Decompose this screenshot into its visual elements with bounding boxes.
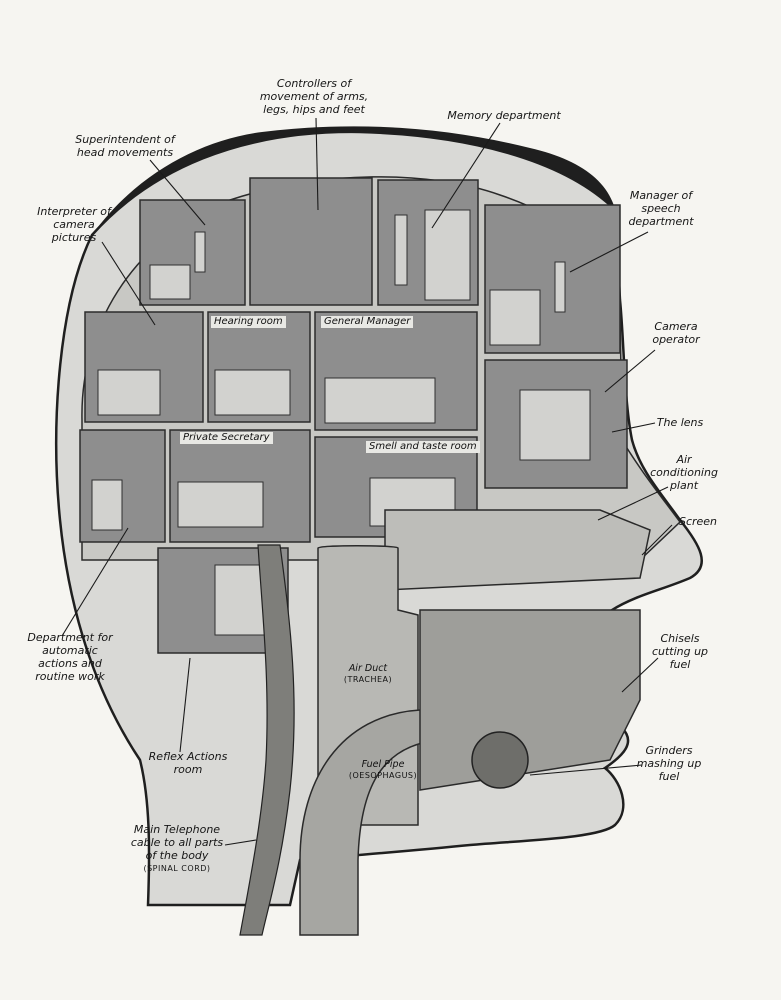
label-reflex: Reflex Actions room bbox=[148, 750, 228, 776]
inset-fuel-pipe-sub: (OESOPHAGUS) bbox=[348, 771, 418, 780]
inset-air-duct: Air Duct (TRACHEA) bbox=[333, 652, 403, 696]
label-camera-operator: Camera operator bbox=[652, 320, 700, 346]
room-details bbox=[91, 209, 591, 636]
label-manager-speech: Manager of speech department bbox=[628, 189, 694, 228]
sign-smell-taste: Smell and taste room bbox=[366, 441, 480, 453]
inset-air-duct-sub: (TRACHEA) bbox=[343, 675, 393, 684]
label-air-conditioning: Air conditioning plant bbox=[650, 453, 718, 492]
inset-fuel-pipe: Fuel Pipe (OESOPHAGUS) bbox=[345, 748, 421, 792]
leader-lines bbox=[61, 117, 673, 846]
label-lens: The lens bbox=[656, 416, 704, 429]
label-telephone-sub: (SPINAL CORD) bbox=[143, 864, 211, 873]
inset-air-duct-text: Air Duct bbox=[348, 663, 388, 674]
label-telephone: Main Telephone cable to all parts of the… bbox=[126, 810, 228, 888]
inset-fuel-pipe-text: Fuel Pipe bbox=[361, 759, 405, 770]
air-conditioning-plant bbox=[384, 509, 651, 591]
label-controllers: Controllers of movement of arms, legs, h… bbox=[259, 77, 369, 116]
mouth-machinery bbox=[419, 609, 641, 791]
label-dept-automatic: Department for automatic actions and rou… bbox=[27, 631, 113, 683]
spinal-cord-cable bbox=[239, 544, 295, 936]
grinder-wheel bbox=[471, 731, 529, 789]
sign-general-manager: General Manager bbox=[321, 316, 414, 328]
label-grinders: Grinders mashing up fuel bbox=[636, 744, 702, 783]
label-screen: Screen bbox=[678, 515, 718, 528]
label-telephone-text: Main Telephone cable to all parts of the… bbox=[130, 823, 224, 862]
sign-hearing-room: Hearing room bbox=[211, 316, 286, 328]
room-controllers bbox=[249, 177, 373, 306]
label-superintendent: Superintendent of head movements bbox=[75, 133, 175, 159]
label-interpreter: Interpreter of camera pictures bbox=[37, 205, 111, 244]
label-memory: Memory department bbox=[447, 109, 561, 122]
label-chisels: Chisels cutting up fuel bbox=[651, 632, 709, 671]
sign-private-secretary: Private Secretary bbox=[180, 432, 273, 444]
